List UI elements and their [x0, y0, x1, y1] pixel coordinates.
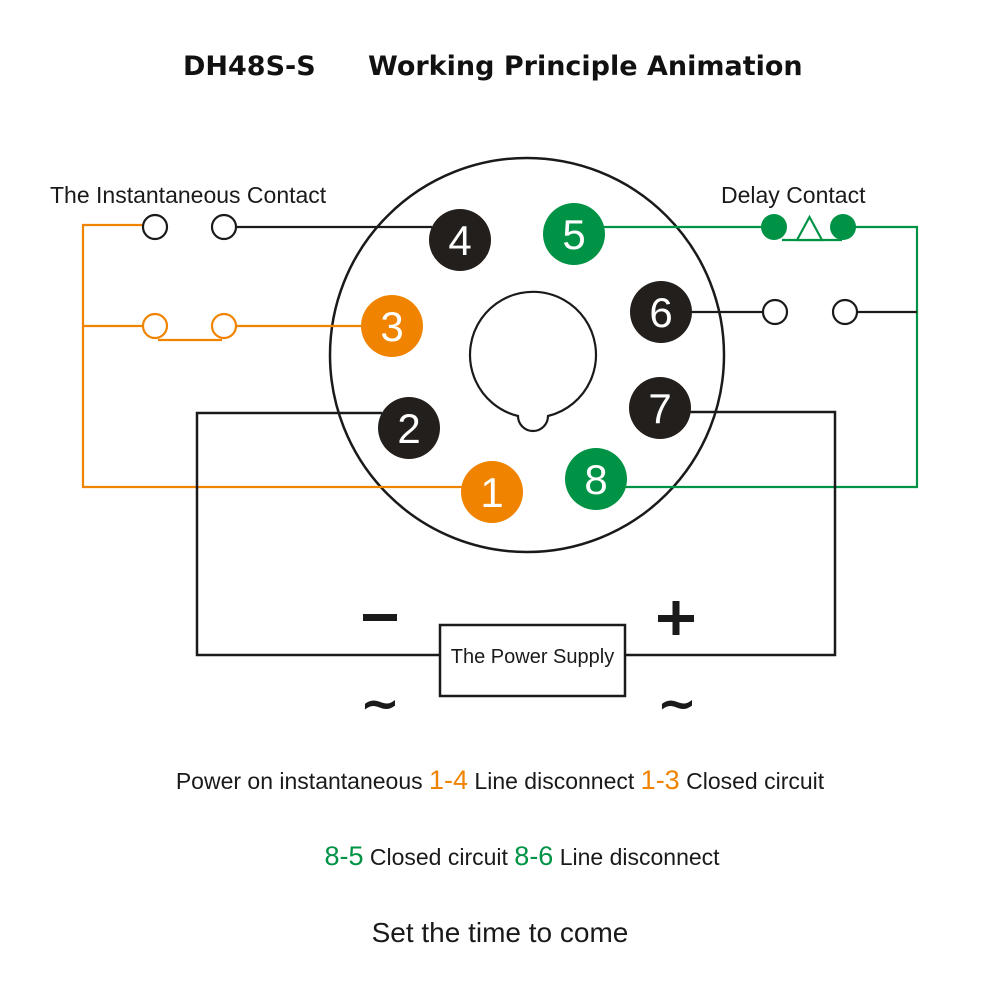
open-contact-left	[141, 213, 169, 241]
caption-line-3: Set the time to come	[372, 917, 629, 948]
caption-line-2: 8-5 Closed circuit 8-6 Line disconnect	[324, 841, 720, 871]
delay-triangle-icon	[795, 214, 824, 242]
caption-line-1: Power on instantaneous 1-4 Line disconne…	[176, 765, 825, 795]
wire-pin7-to-psu	[625, 410, 837, 657]
delay-contact-left	[761, 214, 787, 240]
pin-8: 8	[565, 448, 627, 510]
closed-contact-left	[141, 312, 169, 340]
pin-6-circle	[630, 281, 692, 343]
delay-open-contact-left	[761, 298, 789, 326]
caption-1-suffix: Closed circuit	[680, 768, 825, 794]
pin-1-circle	[461, 461, 523, 523]
caption-2-mid: Closed circuit	[363, 844, 514, 870]
pin-4: 4	[429, 209, 491, 271]
ac-tilde-left-icon: ~	[360, 676, 400, 732]
pin-7-circle	[629, 377, 691, 439]
wire-orange-bus	[81, 223, 470, 489]
caption-1-pair1: 1-4	[429, 765, 468, 795]
pin-3-circle	[361, 295, 423, 357]
pin-6: 6	[630, 281, 692, 343]
pin-5: 5	[543, 203, 605, 265]
pin-1: 1	[461, 461, 523, 523]
pin-2: 2	[378, 397, 440, 459]
plus-icon	[658, 601, 694, 635]
minus-icon	[363, 614, 397, 621]
open-contact-right	[210, 213, 238, 241]
caption-2-suffix: Line disconnect	[553, 844, 720, 870]
green-wiring	[600, 225, 919, 489]
pin-1-number: 1	[480, 469, 503, 516]
caption-1-mid: Line disconnect	[468, 768, 641, 794]
pin-5-circle	[543, 203, 605, 265]
orange-wiring	[81, 223, 470, 489]
ac-tilde-right-icon: ~	[657, 676, 697, 732]
wire-pin2-to-psu	[195, 411, 440, 657]
pin-7: 7	[629, 377, 691, 439]
caption-2-pair2: 8-6	[514, 841, 553, 871]
title-model: DH48S-S	[183, 51, 316, 82]
center-key-hole	[468, 290, 598, 433]
caption-1-prefix: Power on instantaneous	[176, 768, 429, 794]
pin-6-number: 6	[649, 289, 672, 336]
caption-1-pair2: 1-3	[641, 765, 680, 795]
power-supply-box	[438, 623, 627, 698]
pin-4-circle	[429, 209, 491, 271]
power-wiring	[195, 410, 837, 657]
pin-7-number: 7	[648, 385, 671, 432]
delay-open-contact-right	[831, 298, 859, 326]
pin-5-number: 5	[562, 211, 585, 258]
pin-3-number: 3	[380, 303, 403, 350]
pin-2-number: 2	[397, 405, 420, 452]
pin-8-number: 8	[584, 456, 607, 503]
pin-3: 3	[361, 295, 423, 357]
caption-2-pair1: 8-5	[324, 841, 363, 871]
pin-2-circle	[378, 397, 440, 459]
pin-4-number: 4	[448, 217, 471, 264]
title-subtitle: Working Principle Animation	[368, 51, 803, 82]
closed-contact-right	[210, 312, 238, 340]
power-supply-label: The Power Supply	[451, 646, 614, 668]
wire-green-bus	[615, 225, 919, 489]
relay-base-outline	[328, 156, 726, 554]
instantaneous-contact-label: The Instantaneous Contact	[50, 182, 327, 208]
delay-contact-label: Delay Contact	[721, 182, 866, 208]
delay-contact-right	[830, 214, 856, 240]
pin-8-circle	[565, 448, 627, 510]
